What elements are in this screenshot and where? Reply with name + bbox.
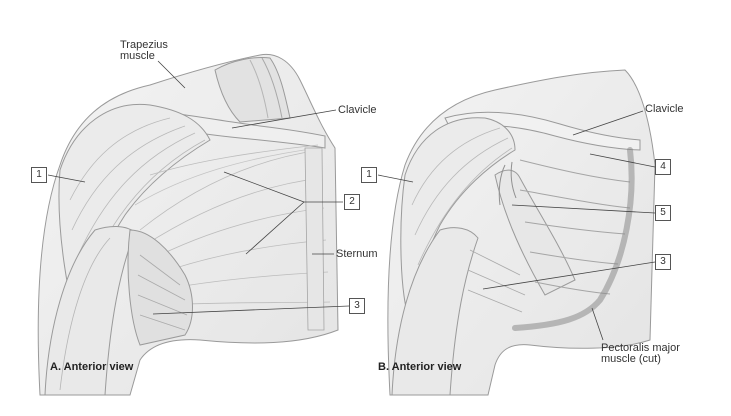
pectoralis-major-cut-b <box>512 147 635 331</box>
leader-pectoralis-b <box>591 307 604 341</box>
callout-5-b: 5 <box>655 205 671 221</box>
leader-3-a <box>152 305 350 315</box>
leader-1-a <box>47 174 86 183</box>
neck-a <box>214 57 291 123</box>
sternum-a <box>304 147 325 331</box>
leader-trapezius-a <box>157 60 186 89</box>
deltoid-b <box>400 117 516 322</box>
leader-2b-a <box>245 201 305 255</box>
label-pectoralis-major-cut: Pectoralis major muscle (cut) <box>601 342 680 365</box>
panel-b-drawing <box>387 69 656 396</box>
leader-1-b <box>377 174 414 183</box>
panel-a-leaders <box>47 60 350 315</box>
arm-b <box>391 227 479 396</box>
callout-2-a: 2 <box>344 194 360 210</box>
callout-4-b: 4 <box>655 159 671 175</box>
callout-3-a: 3 <box>349 298 365 314</box>
callout-3-b: 3 <box>655 254 671 270</box>
label-clavicle-a: Clavicle <box>338 104 377 116</box>
leader-clavicle-b <box>572 110 644 136</box>
arm-a <box>44 226 136 396</box>
leader-5-b <box>511 204 656 214</box>
label-sternum: Sternum <box>336 248 378 260</box>
leader-2a-a <box>223 171 305 203</box>
leader-4-b <box>589 153 656 168</box>
callout-1-b: 1 <box>361 167 377 183</box>
callout-1-a: 1 <box>31 167 47 183</box>
panel-b-leaders <box>377 110 656 341</box>
caption-panel-a: A. Anterior view <box>50 361 134 373</box>
caption-panel-b: B. Anterior view <box>378 361 462 373</box>
leader-3-b <box>482 261 656 290</box>
label-clavicle-b: Clavicle <box>645 103 684 115</box>
panel-a-drawing <box>37 53 339 396</box>
pectoralis-minor-b <box>494 169 576 296</box>
leader-clavicle-a <box>231 109 337 129</box>
label-trapezius-muscle: Trapezius muscle <box>120 39 168 62</box>
